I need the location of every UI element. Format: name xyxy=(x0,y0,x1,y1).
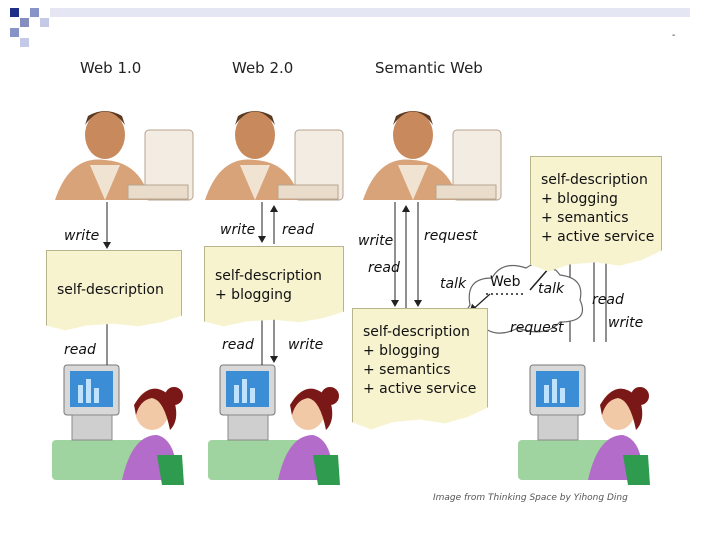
man-at-computer-web2 xyxy=(205,111,343,200)
doc-semantic-center-line: self-description xyxy=(363,323,479,342)
label-semantic-read: read xyxy=(368,260,400,276)
label-web2-write-bottom: write xyxy=(288,337,323,353)
label-semantic-request-top: request xyxy=(424,228,478,244)
man-at-computer-web1 xyxy=(55,111,193,200)
man-at-computer-semantic xyxy=(363,111,501,200)
woman-at-computer-web2 xyxy=(208,365,340,485)
doc-semantic-center-line: + active service xyxy=(363,380,479,399)
label-semantic-write: write xyxy=(358,233,393,249)
doc-web2: self-description + blogging xyxy=(204,246,344,328)
corner-mark: - xyxy=(672,30,675,41)
image-credit: Image from Thinking Space by Yihong Ding xyxy=(433,493,628,503)
doc-semantic-right: self-description + blogging + semantics … xyxy=(530,156,662,274)
woman-at-computer-web1 xyxy=(52,365,184,485)
doc-web1: self-description xyxy=(46,250,182,332)
doc-semantic-center: self-description + blogging + semantics … xyxy=(352,308,488,432)
label-web1-read: read xyxy=(64,342,96,358)
label-semantic-request-bottom: request xyxy=(510,320,564,336)
doc-semantic-center-line: + semantics xyxy=(363,361,479,380)
cloud-web-label: Web xyxy=(490,274,521,290)
corner-decoration xyxy=(0,0,720,50)
doc-web1-line: self-description xyxy=(57,281,173,300)
doc-semantic-right-line: + active service xyxy=(541,228,653,247)
doc-semantic-right-line: self-description xyxy=(541,171,653,190)
doc-semantic-right-line: + semantics xyxy=(541,209,653,228)
doc-web2-line: + blogging xyxy=(215,286,335,305)
label-semantic-talk-left: talk xyxy=(440,276,466,292)
doc-semantic-center-line: + blogging xyxy=(363,342,479,361)
label-web2-read-top: read xyxy=(282,222,314,238)
label-semantic-write-right: write xyxy=(608,315,643,331)
label-web1-write: write xyxy=(64,228,99,244)
web-evolution-diagram: Web 1.0 Web 2.0 Semantic Web xyxy=(40,50,680,520)
doc-web2-line: self-description xyxy=(215,267,335,286)
label-semantic-talk-right: talk xyxy=(538,281,564,297)
doc-semantic-right-line: + blogging xyxy=(541,190,653,209)
label-semantic-read-right: read xyxy=(592,292,624,308)
woman-at-computer-semantic xyxy=(518,365,650,485)
label-web2-write-top: write xyxy=(220,222,255,238)
label-web2-read-bottom: read xyxy=(222,337,254,353)
